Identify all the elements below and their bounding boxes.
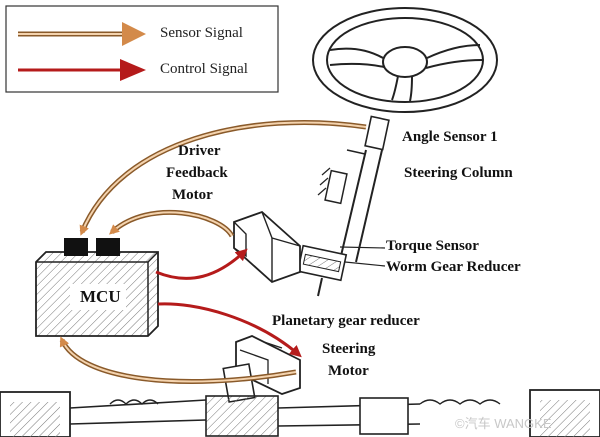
driver-feedback-motor — [233, 210, 301, 284]
steering-rack — [0, 389, 600, 437]
label-worm-gear-reducer: Worm Gear Reducer — [386, 259, 521, 275]
label-steering-column: Steering Column — [404, 165, 513, 181]
control-signal-arrows — [155, 248, 302, 358]
label-angle-sensor: Angle Sensor 1 — [402, 129, 498, 145]
legend — [5, 5, 279, 93]
label-steering: Steering — [322, 341, 376, 357]
label-planetary-gear-reducer: Planetary gear reducer — [272, 313, 420, 329]
label-feedback: Feedback — [166, 165, 228, 181]
legend-control-label: Control Signal — [160, 61, 248, 77]
legend-control-arrow — [18, 59, 146, 81]
control-arrow-mcu-to-feedback-motor — [155, 248, 248, 280]
label-torque-sensor: Torque Sensor — [386, 238, 479, 254]
watermark: ©汽车 WANGKE — [455, 416, 552, 431]
steering-motor-assembly — [205, 335, 301, 437]
legend-sensor-arrow — [18, 22, 146, 46]
sensor-arrow-motor-to-mcu — [110, 209, 235, 238]
control-arrow-mcu-to-steering-motor — [157, 302, 302, 358]
sensor-signal-arrows — [59, 120, 367, 384]
legend-sensor-label: Sensor Signal — [160, 25, 243, 41]
torque-sensor-assembly — [296, 244, 386, 297]
label-motor: Motor — [172, 187, 213, 203]
label-driver: Driver — [178, 143, 221, 159]
label-steering-motor: Motor — [328, 363, 369, 379]
steering-wheel — [312, 7, 498, 113]
steering-column — [317, 115, 390, 263]
mcu-unit — [35, 238, 159, 337]
label-mcu: MCU — [80, 287, 121, 306]
